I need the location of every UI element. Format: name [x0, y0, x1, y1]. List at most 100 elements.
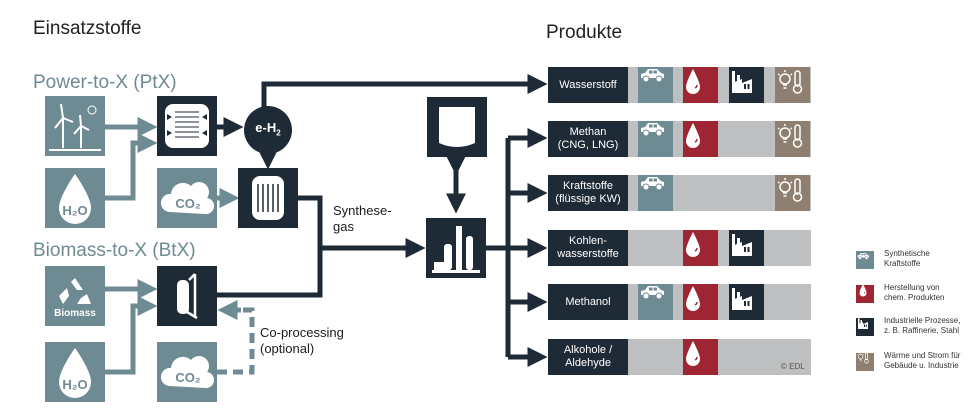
water-drop-icon: H₂O — [59, 348, 91, 398]
product-name-line2: Aldehyde — [565, 357, 611, 369]
bulb-thermometer-icon — [857, 352, 869, 364]
product-name-line2: (flüssige KW) — [555, 193, 621, 205]
biomass-label: Biomass — [54, 307, 96, 319]
car-icon — [641, 69, 664, 83]
coprocessing-label: Co-processing(optional) — [260, 325, 344, 356]
car-icon — [641, 177, 664, 191]
refinery-icon — [432, 226, 480, 273]
eh2-label: e-H2 — [255, 120, 281, 138]
drop-icon — [686, 341, 700, 366]
copyright: © EDL — [781, 362, 805, 371]
usage-chemicals — [683, 230, 718, 266]
water-source-ptx: H₂O — [45, 168, 105, 228]
product-name: Alkohole / — [563, 344, 613, 356]
product-name: Kohlen- — [569, 235, 607, 247]
product-name: Wasserstoff — [559, 78, 617, 91]
usage-chemicals — [683, 284, 718, 320]
product-usage-bar — [628, 339, 811, 375]
product-usage-bar — [628, 175, 811, 211]
arrow-eh2-to-wasserstoff — [261, 74, 548, 107]
usage-chemicals — [683, 339, 718, 375]
legend-label: Industrielle Prozesse,z. B. Raffinerie, … — [884, 316, 961, 335]
gasifier — [157, 266, 217, 326]
co2-cloud-icon: CO₂ — [160, 182, 215, 215]
refinery — [426, 218, 486, 278]
product-box: Alkohole /Aldehyde — [548, 339, 628, 375]
co2-source-btx: CO₂ — [157, 342, 217, 402]
process-lines — [217, 74, 548, 367]
coprocessing-dashed-line — [217, 307, 255, 375]
drop-icon — [686, 69, 700, 94]
legend-item: Industrielle Prozesse,z. B. Raffinerie, … — [856, 316, 980, 336]
products-heading: Produkte — [546, 22, 623, 43]
product-box: Kraftstoffe(flüssige KW) — [548, 175, 628, 211]
product-name: Kraftstoffe — [563, 180, 613, 192]
product-name: Methan — [569, 126, 607, 138]
reactor-icon — [252, 176, 284, 220]
usage-mobility — [638, 175, 673, 211]
arrow-water-to-electrolyzer — [105, 133, 158, 201]
car-icon — [641, 123, 664, 137]
drop-icon — [859, 284, 867, 297]
arrow-water-to-gasifier — [105, 296, 158, 375]
usage-chemicals — [683, 121, 718, 157]
usage-industry — [729, 230, 764, 266]
product-name-line2: (CNG, LNG) — [557, 139, 619, 151]
wind-solar-source — [45, 96, 105, 156]
usage-chemicals — [683, 67, 718, 103]
svg-text:CO₂: CO₂ — [175, 370, 201, 385]
bulb-thermometer-icon — [777, 178, 803, 202]
product-name-line2: wasserstoffe — [557, 248, 619, 260]
product-name: Methanol — [565, 295, 611, 308]
product-usage-bar — [628, 121, 811, 157]
drop-icon — [686, 123, 700, 148]
ptx-input-arrows — [105, 117, 240, 208]
bulb-thermometer-icon — [777, 124, 803, 148]
svg-text:H₂O: H₂O — [62, 377, 87, 392]
electrolyzer-icon — [165, 104, 209, 148]
wind-turbine-icon — [49, 103, 101, 151]
usage-heat-power — [775, 121, 810, 157]
product-usage-bar — [628, 230, 811, 266]
ptx-section-title: Power-to-X (PtX) — [33, 72, 177, 93]
product-usage-bar — [628, 67, 811, 103]
usage-industry — [729, 67, 764, 103]
usage-heat-power — [775, 175, 810, 211]
co2-cloud-icon: CO₂ — [160, 356, 215, 389]
eh2-node — [244, 106, 292, 154]
product-box: Methanol — [548, 284, 628, 320]
car-icon — [856, 251, 874, 269]
co2-source-ptx: CO₂ — [157, 168, 217, 228]
usage-mobility — [638, 284, 673, 320]
usage-heat-power — [775, 67, 810, 103]
factory-icon — [858, 318, 868, 329]
syngas-label: Synthese-gas — [333, 203, 392, 234]
storage-tank — [427, 97, 487, 157]
factory-icon — [732, 71, 752, 93]
factory-icon — [732, 234, 752, 256]
tank-icon — [439, 107, 475, 147]
usage-industry — [729, 284, 764, 320]
gasifier-icon — [177, 273, 198, 320]
product-box: Methan(CNG, LNG) — [548, 121, 628, 157]
drop-icon — [686, 232, 700, 257]
btx-input-arrows — [105, 279, 255, 375]
car-icon — [857, 253, 869, 260]
product-usage-bar — [628, 284, 811, 320]
svg-text:CO₂: CO₂ — [175, 196, 201, 211]
factory-icon — [732, 288, 752, 310]
water-drop-icon: H₂O — [59, 174, 91, 224]
product-box: Wasserstoff — [548, 67, 628, 103]
drop-icon — [856, 284, 874, 303]
recycle-icon — [59, 277, 91, 304]
bulb-thermometer-icon — [856, 352, 874, 371]
svg-text:H₂O: H₂O — [62, 203, 87, 218]
btx-section-title: Biomass-to-X (BtX) — [33, 240, 196, 261]
